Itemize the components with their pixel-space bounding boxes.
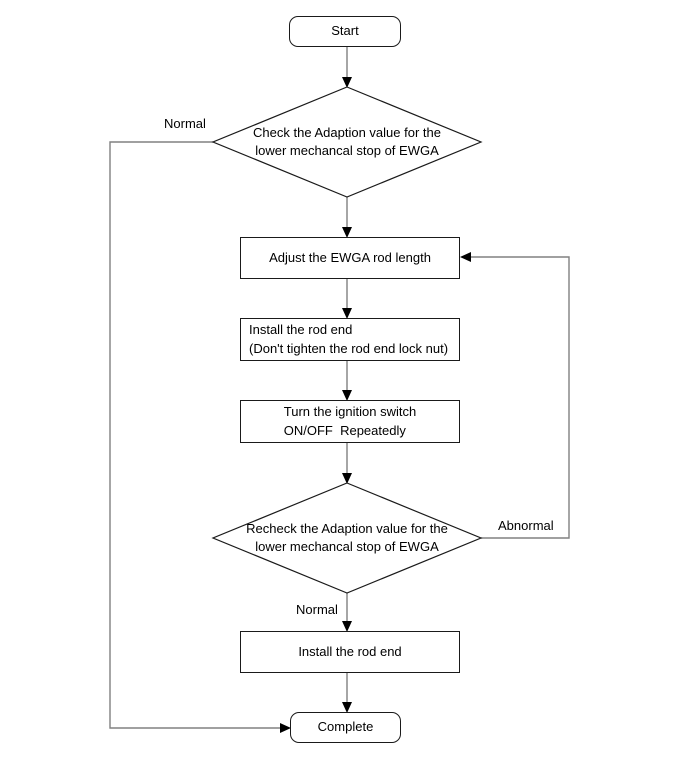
arrowhead-down-icon: [342, 621, 352, 632]
complete-node: Complete: [290, 712, 401, 743]
edge-normal-to-complete: [109, 141, 281, 729]
process-install-rod-end: Install the rod end: [240, 631, 460, 673]
process-install-rod-end-loose: Install the rod end (Don't tighten the r…: [240, 318, 460, 361]
edge-label-normal-bottom: Normal: [296, 602, 338, 617]
arrowhead-down-icon: [342, 227, 352, 238]
edge-label-abnormal: Abnormal: [498, 518, 554, 533]
decision-check-diamond: [211, 86, 483, 198]
decision-recheck-label: Recheck the Adaption value for the lower…: [246, 521, 448, 554]
process-ignition-switch: Turn the ignition switch ON/OFF Repeated…: [240, 400, 460, 443]
arrowhead-right-icon: [280, 723, 291, 733]
decision-check-label: Check the Adaption value for the lower m…: [253, 125, 441, 158]
arrowhead-down-icon: [342, 308, 352, 319]
start-node: Start: [289, 16, 401, 47]
arrowhead-down-icon: [342, 473, 352, 484]
arrowhead-left-icon: [460, 252, 471, 262]
edge-label-normal-left: Normal: [164, 116, 206, 131]
edge-abnormal-to-adjust: [470, 256, 570, 539]
process-ignition-switch-label: Turn the ignition switch ON/OFF Repeated…: [283, 404, 417, 438]
arrowhead-down-icon: [342, 77, 352, 88]
arrowhead-down-icon: [342, 702, 352, 713]
decision-recheck-diamond: [211, 482, 483, 594]
arrowhead-down-icon: [342, 390, 352, 401]
process-adjust-rod-length: Adjust the EWGA rod length: [240, 237, 460, 279]
